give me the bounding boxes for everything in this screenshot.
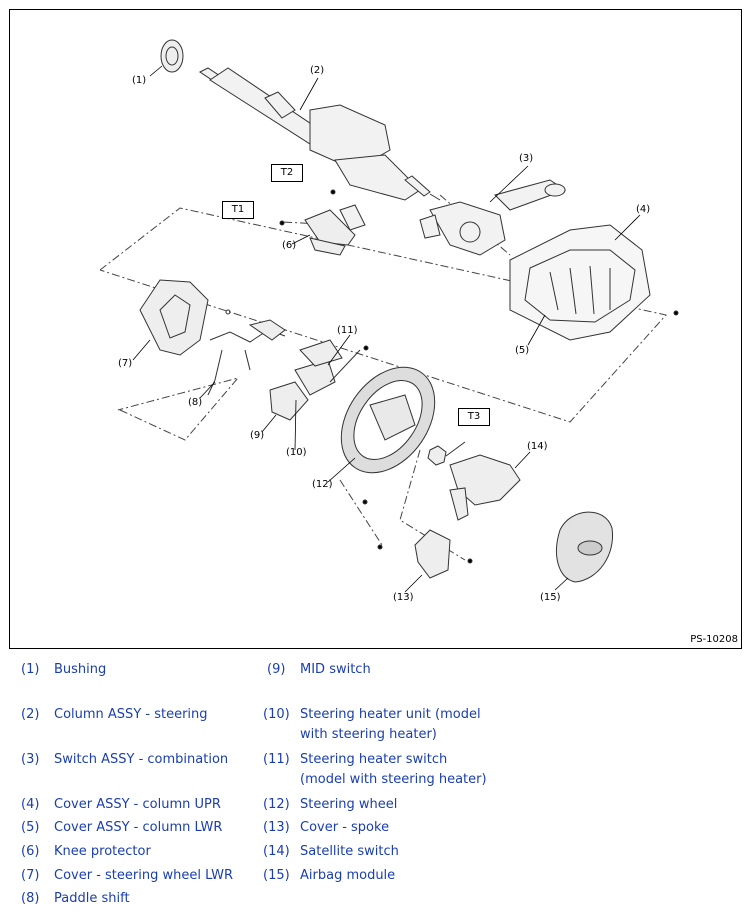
cover-spoke-part — [414, 529, 451, 579]
legend-number: (8) — [21, 891, 40, 906]
legend-number: (12) — [263, 797, 290, 812]
paddle-shift-part — [207, 309, 286, 396]
guide-line-column — [439, 194, 511, 256]
steering-column-part — [199, 67, 441, 231]
parts-legend: (1) Bushing (2) Column ASSY - steering (… — [0, 657, 752, 914]
callout-4: (4) — [636, 204, 651, 215]
diagram-drawing — [99, 39, 679, 593]
column-cover-part — [509, 224, 651, 341]
legend-text: Bushing — [54, 662, 107, 677]
guide-line-wheel-left — [339, 479, 383, 546]
legend-text: Knee protector — [54, 844, 151, 859]
nut-part — [427, 441, 466, 466]
steering-wheel-part — [340, 366, 436, 474]
legend-text: Steering heater unit (model with steerin… — [300, 707, 481, 742]
legend-number: (15) — [263, 868, 290, 883]
legend-number: (3) — [21, 752, 40, 767]
callout-1: (1) — [132, 75, 147, 86]
legend-text: Cover ASSY - column UPR — [54, 797, 221, 812]
legend-text: Satellite switch — [300, 844, 399, 859]
legend-number: (11) — [263, 752, 290, 767]
legend-text: MID switch — [300, 662, 371, 677]
callout-7: (7) — [118, 358, 133, 369]
mid-switch-part — [269, 339, 361, 421]
legend-text: Steering wheel — [300, 797, 398, 812]
exploded-parts-diagram: (1) (2) (3) (4) (5) (6) (7) (8) (9) (10)… — [9, 9, 742, 649]
callout-10: (10) — [286, 447, 307, 458]
callout-13: (13) — [393, 592, 414, 603]
legend-number: (5) — [21, 820, 40, 835]
knee-protector-part — [304, 209, 356, 256]
legend-text: Cover - steering wheel LWR — [54, 868, 234, 883]
combination-switch-part — [419, 179, 567, 256]
legend-number: (7) — [21, 868, 40, 883]
legend-number: (14) — [263, 844, 290, 859]
guide-line-lower-box — [117, 377, 240, 441]
callout-15: (15) — [540, 592, 561, 603]
legend-text: Steering heater switch (model with steer… — [300, 752, 487, 787]
legend-text: Switch ASSY - combination — [54, 752, 229, 767]
legend-number: (1) — [21, 662, 40, 677]
figure-code: PS-10208 — [690, 634, 738, 645]
bushing-part — [160, 39, 184, 73]
legend-number: (4) — [21, 797, 40, 812]
callout-6: (6) — [282, 240, 297, 251]
bolt-markers — [279, 189, 679, 564]
legend-number: (10) — [263, 707, 290, 722]
legend-text: Airbag module — [300, 868, 396, 883]
legend-text: Paddle shift — [54, 891, 130, 906]
guide-line-knee — [281, 221, 341, 226]
callout-2: (2) — [310, 65, 325, 76]
legend-number: (9) — [267, 662, 286, 677]
satellite-switch-part — [449, 454, 521, 521]
torque-label-t3: T3 — [458, 408, 490, 426]
callout-11: (11) — [337, 325, 358, 336]
airbag-module-part — [556, 511, 614, 583]
legend-text: Column ASSY - steering — [54, 707, 208, 722]
callout-12: (12) — [312, 479, 333, 490]
torque-label-t1: T1 — [222, 201, 254, 219]
legend-number: (2) — [21, 707, 40, 722]
legend-text: Cover ASSY - column LWR — [54, 820, 223, 835]
cover-steering-wheel-lwr-part — [139, 279, 209, 356]
legend-text: Cover - spoke — [300, 820, 390, 835]
callout-9: (9) — [250, 430, 265, 441]
leader-lines — [132, 65, 641, 593]
callout-8: (8) — [188, 397, 203, 408]
legend-number: (6) — [21, 844, 40, 859]
legend-number: (13) — [263, 820, 290, 835]
torque-label-t2: T2 — [271, 164, 303, 182]
callout-5: (5) — [515, 345, 530, 356]
callout-14: (14) — [527, 441, 548, 452]
callout-3: (3) — [519, 153, 534, 164]
